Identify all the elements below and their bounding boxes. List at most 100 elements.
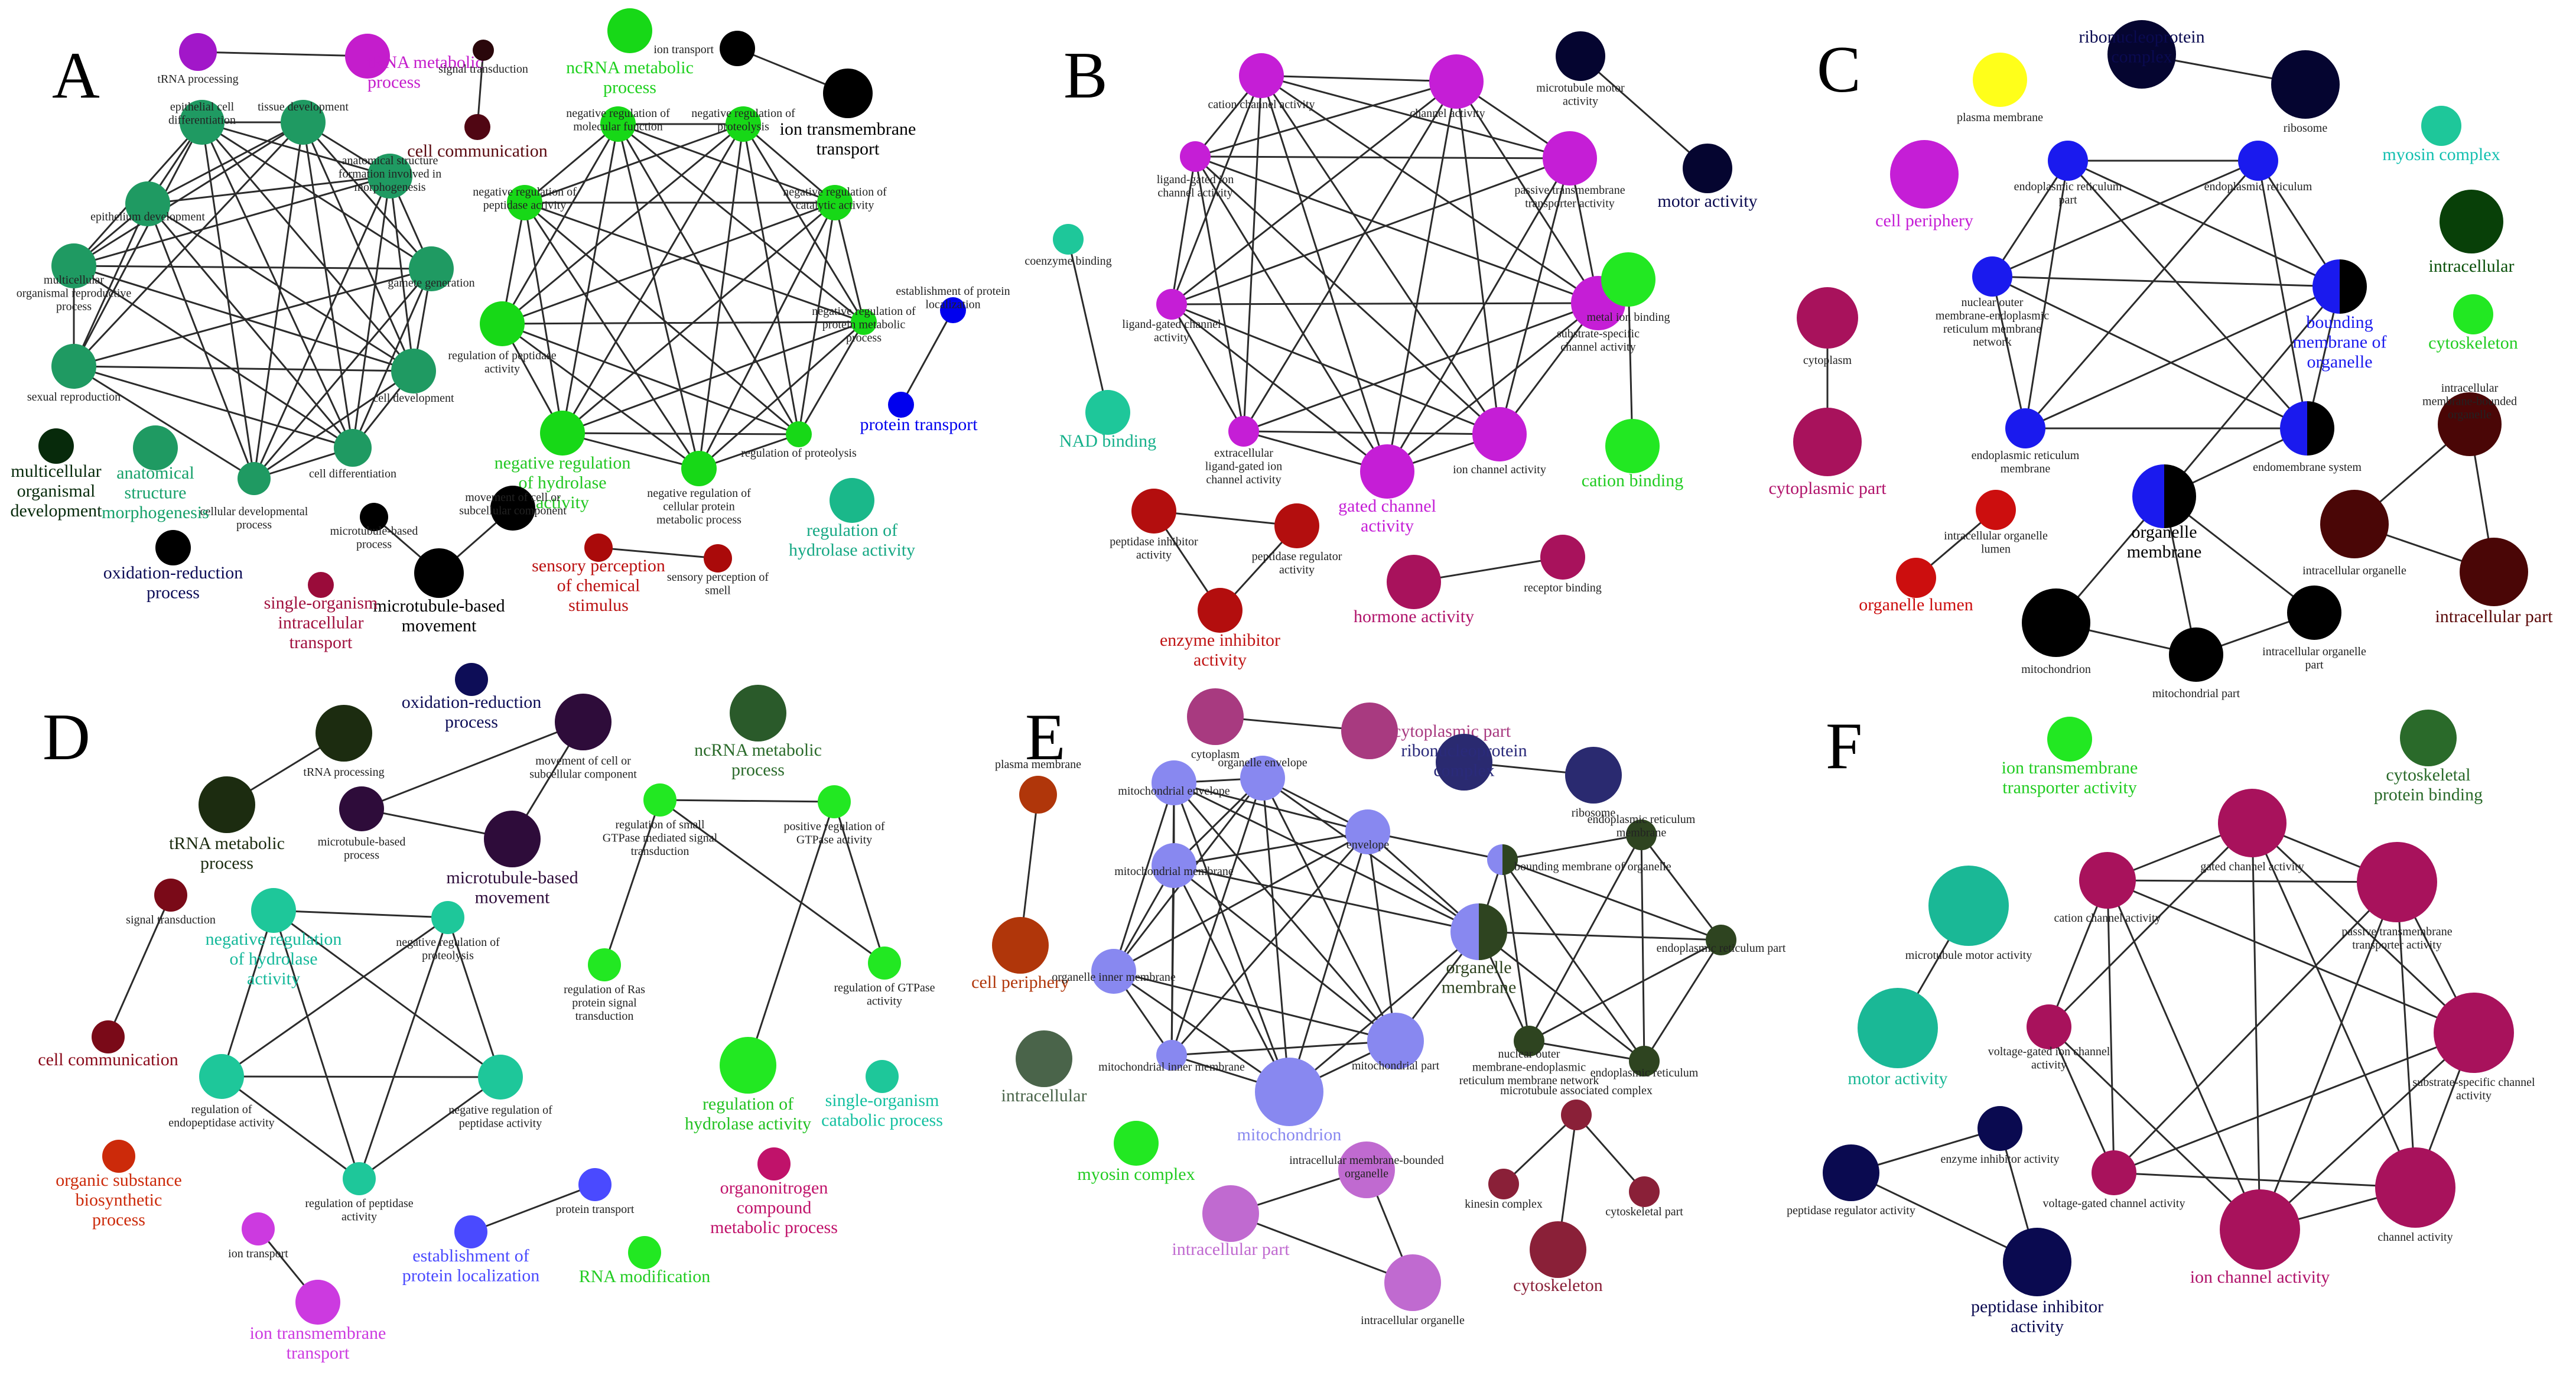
node-e11[interactable]: mitochondrial membrane: [1114, 843, 1234, 888]
node-f3[interactable]: gated channel activity: [2200, 789, 2304, 873]
node-e6[interactable]: mitochondrial envelope: [1118, 760, 1230, 805]
node-f12[interactable]: voltage-gated channel activity: [2042, 1150, 2185, 1210]
node-e25[interactable]: intracellular part: [1172, 1185, 1290, 1259]
node-a14[interactable]: sexual reproduction: [27, 344, 121, 404]
node-e18[interactable]: mitochondrial part: [1352, 1013, 1440, 1072]
node-e9[interactable]: bounding membrane of organelle: [1487, 844, 1671, 875]
node-c21[interactable]: intracellular part: [2435, 538, 2553, 626]
node-c24[interactable]: mitochondrial part: [2152, 627, 2240, 700]
node-b11[interactable]: NAD binding: [1059, 390, 1156, 451]
node-c7[interactable]: endoplasmic reticulum: [2204, 141, 2312, 193]
node-e26[interactable]: kinesin complex: [1465, 1169, 1543, 1211]
node-b10[interactable]: metal ion binding: [1586, 252, 1670, 324]
node-e5[interactable]: plasma membrane: [995, 758, 1081, 814]
node-b20[interactable]: receptor binding: [1524, 535, 1602, 594]
node-d25[interactable]: RNA modification: [579, 1236, 710, 1286]
node-b2[interactable]: channel activity: [1410, 54, 1485, 120]
node-a15[interactable]: cell development: [373, 349, 454, 405]
node-e23[interactable]: myosin complex: [1077, 1121, 1195, 1184]
node-c14[interactable]: endomembrane system: [2253, 401, 2362, 474]
node-a13[interactable]: gamete generation: [388, 246, 475, 291]
node-e16[interactable]: intracellular: [1001, 1030, 1087, 1105]
node-b14[interactable]: ion channel activity: [1453, 407, 1546, 476]
node-d15[interactable]: cell communication: [38, 1020, 178, 1069]
node-b19[interactable]: hormone activity: [1354, 555, 1474, 626]
node-a10[interactable]: epithelium development: [90, 181, 205, 226]
node-d22[interactable]: protein transport: [556, 1168, 635, 1216]
node-c3[interactable]: ribosome: [2271, 50, 2340, 135]
node-b7[interactable]: coenzyme binding: [1024, 224, 1112, 268]
node-a6[interactable]: ion transport: [653, 31, 755, 66]
node-c1[interactable]: plasma membrane: [1957, 53, 2043, 124]
node-e28[interactable]: intracellular organelle: [1361, 1254, 1465, 1327]
node-c8[interactable]: intracellular: [2429, 190, 2515, 276]
node-c20[interactable]: organelle lumen: [1859, 558, 1973, 614]
node-e13[interactable]: endoplasmic reticulum part: [1657, 925, 1786, 955]
node-a3[interactable]: signal transduction: [438, 40, 528, 76]
node-c4[interactable]: myosin complex: [2382, 106, 2500, 164]
node-a1[interactable]: tRNA processing: [157, 33, 239, 86]
node-e27[interactable]: cytoskeletal part: [1605, 1176, 1683, 1218]
node-f4[interactable]: cation channel activity: [2054, 852, 2161, 925]
node-f13[interactable]: channel activity: [2375, 1147, 2455, 1244]
node-e8[interactable]: envelope: [1345, 809, 1390, 854]
node-c12[interactable]: cytoplasm: [1797, 287, 1858, 367]
node-a4[interactable]: cell communication: [407, 114, 548, 161]
node-b1[interactable]: cation channel activity: [1208, 53, 1315, 111]
node-d10[interactable]: signal transduction: [126, 879, 216, 926]
node-b4[interactable]: motor activity: [1657, 144, 1758, 211]
